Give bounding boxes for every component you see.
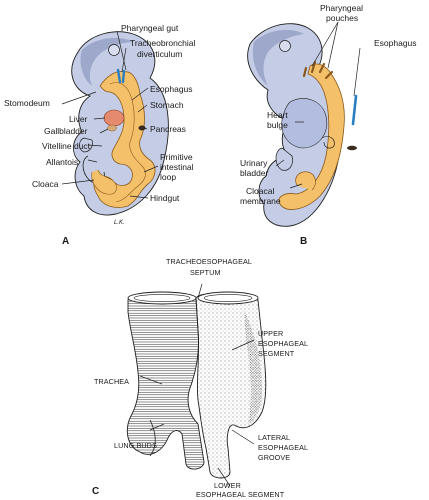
vitelline-duct-a bbox=[79, 137, 93, 153]
esophagus-opening-inner bbox=[203, 294, 253, 302]
label-upper-1: UPPER bbox=[258, 329, 283, 338]
label-cloaca: Cloaca bbox=[32, 179, 59, 189]
label-urinary-2: bladder bbox=[240, 168, 269, 178]
panel-c: TRACHEOESOPHAGEAL SEPTUM UPPER ESOPHAGEA… bbox=[92, 257, 308, 499]
artist-signature: L.K. bbox=[114, 220, 125, 226]
label-diverticulum: diverticulum bbox=[137, 49, 182, 59]
label-trachea: TRACHEA bbox=[94, 377, 129, 386]
label-lateral-3: GROOVE bbox=[258, 453, 290, 462]
label-tracheobronchial: Tracheobronchial bbox=[130, 38, 195, 48]
label-upper-2: ESOPHAGEAL bbox=[258, 339, 308, 348]
label-primitive-3: loop bbox=[160, 172, 176, 182]
gut-swirl-b bbox=[321, 136, 335, 149]
label-cloacal-1: Cloacal bbox=[246, 186, 274, 196]
label-lateral-2: ESOPHAGEAL bbox=[258, 443, 308, 452]
panel-letter-b: B bbox=[300, 236, 307, 247]
label-hindgut: Hindgut bbox=[150, 193, 180, 203]
panel-a: Pharyngeal gut Tracheobronchial divertic… bbox=[4, 23, 195, 247]
esophagus-shade bbox=[244, 310, 262, 424]
lung-bud-groove bbox=[149, 419, 156, 457]
label-pancreas: Pancreas bbox=[150, 124, 186, 134]
liver-a bbox=[103, 109, 125, 127]
gut-lumen-a bbox=[109, 82, 146, 203]
pharyngeal-pouches-b bbox=[302, 60, 334, 80]
esophagus-b bbox=[351, 94, 358, 126]
label-vitelline-duct: Vitelline duct bbox=[42, 141, 91, 151]
label-lung-buds: LUNG BUDS bbox=[114, 441, 157, 450]
label-cloacal-2: membrane bbox=[240, 196, 281, 206]
cloaca-a bbox=[91, 169, 117, 195]
label-upper-3: SEGMENT bbox=[258, 349, 295, 358]
label-pharyngeal-1: Pharyngeal bbox=[320, 3, 363, 13]
label-liver: Liver bbox=[69, 114, 88, 124]
embryo-a-eye bbox=[108, 44, 120, 56]
label-primitive-1: Primitive bbox=[160, 152, 193, 162]
trachea-opening-inner bbox=[133, 294, 191, 302]
label-septum-2: SEPTUM bbox=[190, 268, 221, 277]
embryo-a-head-shade bbox=[80, 37, 134, 86]
label-stomodeum: Stomodeum bbox=[4, 98, 50, 108]
esophagus-opening bbox=[197, 291, 259, 305]
label-allantois: Allantois bbox=[46, 157, 78, 167]
panel-letter-c: C bbox=[92, 486, 99, 497]
embryo-b-head-shade bbox=[252, 29, 304, 86]
label-lower-1: LOWER bbox=[214, 481, 241, 490]
panel-b: Pharyngeal pouches Esophagus Heart bulge… bbox=[240, 3, 417, 247]
panel-letter-a: A bbox=[62, 236, 69, 247]
label-lateral-1: LATERAL bbox=[258, 433, 290, 442]
label-heart-2: bulge bbox=[267, 120, 288, 130]
label-pharyngeal-2: pouches bbox=[326, 13, 358, 23]
panel-a-leaders bbox=[61, 30, 159, 199]
label-gallbladder: Gallbladder bbox=[44, 126, 88, 136]
cloacal-membrane-b bbox=[295, 171, 316, 191]
trachea-opening bbox=[127, 291, 197, 305]
pancreas-a bbox=[138, 125, 146, 131]
label-lower-2: ESOPHAGEAL SEGMENT bbox=[196, 490, 285, 499]
gut-dark-b bbox=[347, 145, 357, 151]
urinary-bladder-b bbox=[275, 147, 293, 171]
embryo-b-eye bbox=[279, 40, 291, 52]
gut-tube-b bbox=[278, 63, 345, 210]
panel-c-leaders bbox=[139, 283, 255, 487]
label-septum-1: TRACHEOESOPHAGEAL bbox=[166, 257, 252, 266]
label-esophagus-a: Esophagus bbox=[150, 84, 193, 94]
label-heart-1: Heart bbox=[267, 110, 288, 120]
label-esophagus-b: Esophagus bbox=[374, 38, 417, 48]
panel-b-leaders bbox=[275, 21, 361, 189]
label-stomach: Stomach bbox=[150, 100, 184, 110]
gut-tube-a bbox=[93, 71, 156, 208]
label-pharyngeal-gut: Pharyngeal gut bbox=[121, 23, 179, 33]
tracheobronchial-bud-a bbox=[116, 68, 126, 84]
heart-bulge-b bbox=[281, 98, 328, 149]
label-primitive-2: intestinal bbox=[160, 162, 194, 172]
gallbladder-a bbox=[107, 124, 117, 132]
label-urinary-1: Urinary bbox=[240, 158, 268, 168]
